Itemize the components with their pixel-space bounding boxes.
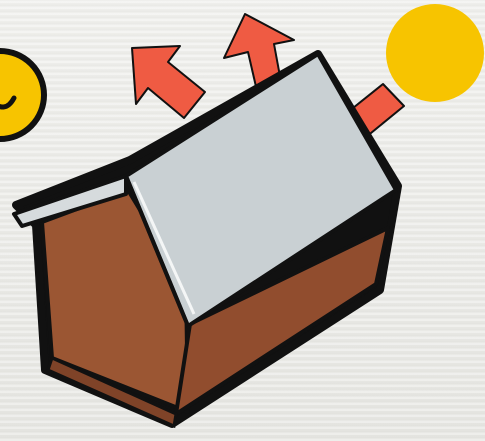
arrow-outgoing-icon (132, 46, 205, 118)
sun-icon (386, 4, 484, 102)
smiling-sun-icon (0, 51, 44, 139)
house (14, 54, 398, 426)
